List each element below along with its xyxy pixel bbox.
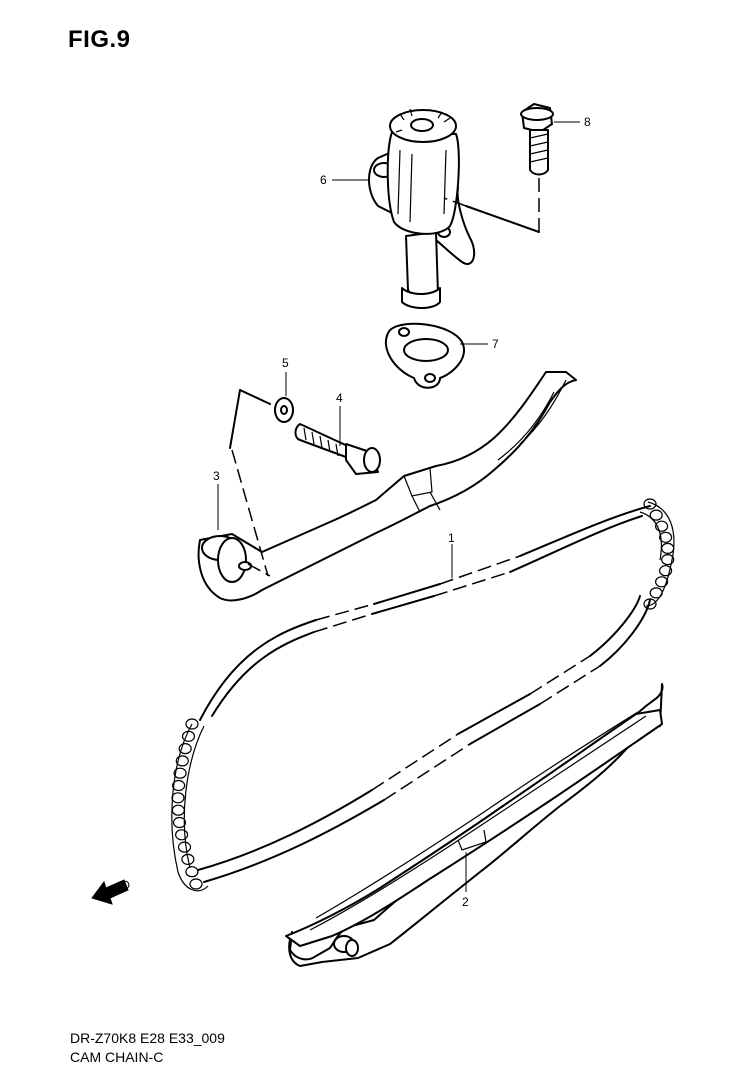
chain-link-roller [654,576,669,588]
callout-4: 4 [336,391,343,405]
chain-link-roller [649,587,663,599]
chain-link-roller [661,542,675,555]
chain-link-roller [185,866,199,878]
cam-chain [171,498,675,892]
tensioner-arm [197,371,577,602]
figure-name: CAM CHAIN-C [70,1049,164,1065]
bolt-upper [443,103,554,233]
callout-6: 6 [320,173,327,187]
tensioner-adjuster [368,108,476,309]
callout-3: 3 [213,469,220,483]
chain-link-roller [643,498,657,510]
gasket [384,322,465,389]
chain-guide [285,683,664,967]
chain-link-roller [661,553,675,566]
chain-link-roller [178,742,192,755]
chain-link-roller [171,792,185,804]
chain-link-roller [181,730,196,742]
chain-link-roller [658,565,673,577]
callout-7: 7 [492,337,499,351]
callout-5: 5 [282,356,289,370]
leader-lines [217,121,580,892]
chain-link-roller [172,816,187,829]
fwd-label: FWD [102,877,133,900]
figure-title: FIG.9 [68,26,131,53]
chain-link-roller [658,531,673,543]
washer [274,397,294,423]
bolt-arm [294,423,381,475]
chain-link-roller [175,829,189,841]
chain-link-roller [649,509,663,521]
callout-1: 1 [448,531,455,545]
chain-link-roller [643,598,657,610]
arrow-left-icon [91,879,129,905]
chain-link-roller [654,520,669,532]
callout-2: 2 [462,895,469,909]
chain-link-roller [172,779,186,792]
chain-link-roller [173,767,187,779]
chain-link-roller [177,841,192,853]
chain-link-roller [185,718,199,730]
chain-link-roller [189,878,203,890]
callout-8: 8 [584,115,591,129]
chain-link-roller [175,755,189,767]
fwd-badge: FWD [91,877,133,905]
figure-code: DR-Z70K8 E28 E33_009 [70,1030,225,1046]
chain-link-roller [171,804,185,816]
chain-link-roller [181,853,195,866]
